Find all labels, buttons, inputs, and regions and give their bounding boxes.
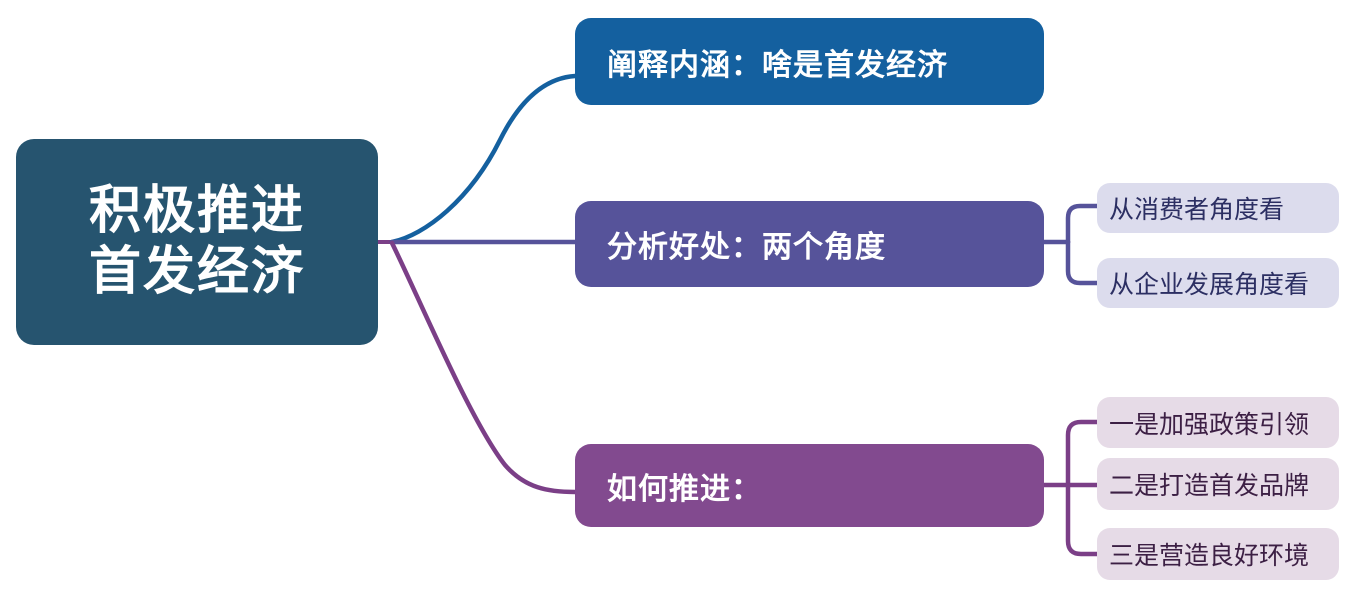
connector-branch-3-to-leaf-3	[1065, 482, 1100, 557]
leaf-3-3-label: 三是营造良好环境	[1109, 542, 1310, 570]
mindmap-leaf-node-2-2[interactable]: 从企业发展角度看	[1097, 258, 1339, 308]
branch-1-label: 阐释内涵：啥是首发经济	[607, 48, 948, 82]
leaf-2-1-label: 从消费者角度看	[1109, 196, 1285, 224]
leaf-3-1-label: 一是加强政策引领	[1109, 410, 1310, 439]
branch-3-label: 如何推进：	[607, 472, 762, 506]
mindmap-leaf-node-2-1[interactable]: 从消费者角度看	[1097, 183, 1339, 233]
connector-branch-3-to-leaf-1	[1065, 419, 1100, 488]
connector-root-to-branch-1	[389, 73, 578, 245]
connector-branch-2-to-leaf-2	[1065, 239, 1100, 286]
root-label-line-1: 积极推进	[88, 181, 305, 240]
mindmap-leaf-node-3-1[interactable]: 一是加强政策引领	[1097, 397, 1339, 448]
mindmap-branch-node-3[interactable]: 如何推进：	[575, 444, 1044, 527]
mindmap-leaf-node-3-3[interactable]: 三是营造良好环境	[1097, 528, 1339, 580]
mindmap-branch-node-1[interactable]: 阐释内涵：啥是首发经济	[575, 18, 1044, 105]
mindmap-leaf-node-3-2[interactable]: 二是打造首发品牌	[1097, 458, 1339, 510]
leaf-3-2-label: 二是打造首发品牌	[1109, 472, 1310, 500]
leaf-2-2-label: 从企业发展角度看	[1109, 271, 1310, 299]
connector-branch-2-to-leaf-1	[1065, 203, 1100, 245]
connector-root-to-branch-3	[389, 240, 578, 495]
mindmap-root-node[interactable]: 积极推进 首发经济	[16, 139, 378, 345]
branch-2-label: 分析好处：两个角度	[607, 231, 886, 264]
root-label-line-2: 首发经济	[88, 243, 305, 301]
mindmap-branch-node-2[interactable]: 分析好处：两个角度	[575, 201, 1044, 287]
